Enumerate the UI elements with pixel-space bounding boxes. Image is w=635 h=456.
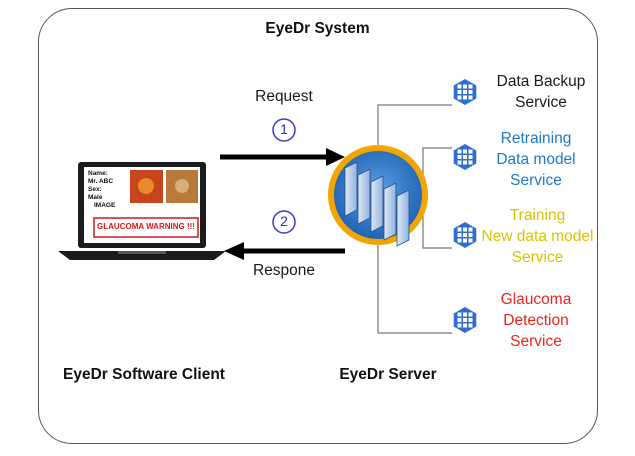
- service-line: Glaucoma: [500, 291, 572, 308]
- grid-service-icon: [453, 307, 477, 333]
- response-arrow: [224, 242, 345, 260]
- server-icon: [328, 145, 428, 247]
- service-line: Service: [510, 333, 562, 350]
- service-line: Service: [515, 94, 567, 111]
- service-retraining: Retraining Data model Service: [476, 128, 596, 191]
- grid-service-icon: [453, 222, 477, 248]
- service-line: Data model: [496, 151, 576, 168]
- patient-sex-label: Sex:: [88, 186, 102, 193]
- response-label: Respone: [252, 262, 316, 279]
- server-label: EyeDr Server: [339, 366, 437, 383]
- system-boundary: [38, 8, 598, 444]
- step-2-circle: [272, 210, 296, 234]
- step-1-number: 1: [280, 121, 288, 137]
- service-line: Data Backup: [496, 73, 586, 90]
- grid-service-icon: [453, 144, 477, 170]
- system-title: EyeDr System: [265, 20, 370, 37]
- service-line: Training: [509, 207, 566, 224]
- glaucoma-warning: GLAUCOMA WARNING !!!: [97, 222, 195, 231]
- step-1-circle: [272, 118, 296, 142]
- patient-sex-value: Male: [88, 194, 103, 201]
- client-label: EyeDr Software Client: [63, 366, 225, 383]
- service-connectors: [377, 104, 452, 334]
- service-line: New data model: [481, 228, 594, 245]
- patient-name-value: Mr. ABC: [88, 178, 114, 185]
- step-2-number: 2: [280, 213, 288, 229]
- service-training: Training New data model Service: [470, 205, 605, 268]
- service-line: Retraining: [500, 130, 572, 147]
- service-line: Service: [510, 172, 562, 189]
- patient-name-label: Name:: [88, 170, 108, 177]
- request-label: Request: [255, 88, 313, 105]
- service-data-backup: Data Backup Service: [476, 71, 606, 113]
- request-arrow: [220, 148, 345, 166]
- grid-service-icon: [453, 79, 477, 105]
- image-label: IMAGE: [94, 202, 116, 209]
- service-line: Service: [511, 249, 564, 266]
- service-glaucoma-detection: Glaucoma Detection Service: [476, 289, 596, 352]
- service-line: Detection: [503, 312, 569, 329]
- laptop-icon: [58, 162, 226, 260]
